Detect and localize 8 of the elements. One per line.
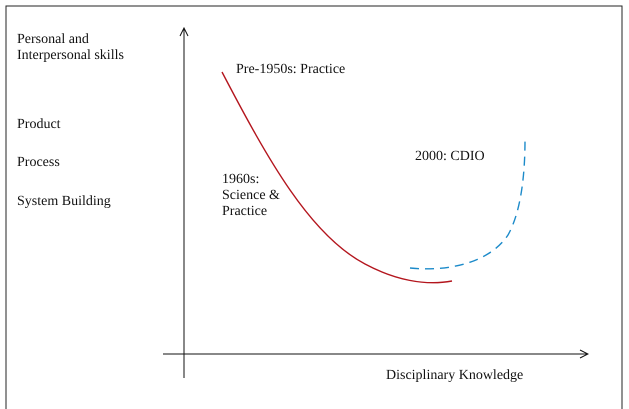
curve-label: 2000: CDIO [415,149,486,165]
curve-label: 1960s: Science & Practice [222,172,281,220]
axis-category-label: Product [17,117,62,133]
axis-category-label: Personal and Interpersonal skills [17,32,125,64]
axis-category-label: System Building [17,194,112,210]
axis-label: Disciplinary Knowledge [386,368,524,384]
axis-category-label: Process [17,155,61,171]
curve-label: Pre-1950s: Practice [236,62,346,78]
